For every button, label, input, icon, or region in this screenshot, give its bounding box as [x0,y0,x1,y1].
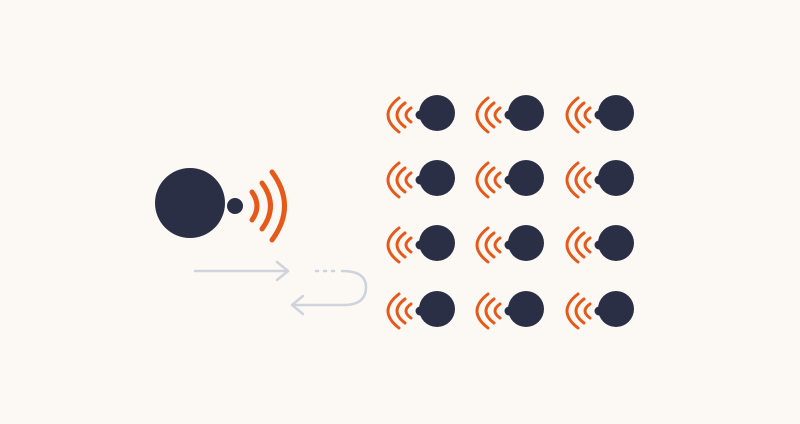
listener-nub [504,110,514,120]
listener-nub [504,240,514,250]
listener-nub [415,175,425,185]
listener-body [598,160,634,196]
listener-speaker-icon [565,291,634,330]
listener-speaker-icon [475,160,544,199]
forward-arrow-head [275,260,290,282]
listener-wave [565,96,580,134]
listener-speaker-icon [565,95,634,134]
listener-wave [386,292,401,330]
listener-nub [415,306,425,316]
listener-nub [594,110,604,120]
listener-nub [594,306,604,316]
listener-speaker-icon [475,95,544,134]
listener-nub [594,175,604,185]
listener-wave [386,161,401,199]
listener-body [419,95,455,131]
listener-wave [404,171,413,189]
listener-body [508,225,544,261]
listener-nub [415,240,425,250]
main-speaker-nub [227,198,243,214]
listener-wave [565,292,580,330]
listener-wave [574,297,586,325]
listener-nub [594,240,604,250]
listener-wave [475,292,490,330]
return-arrow-icon [290,269,368,316]
listener-wave [484,101,496,129]
listener-wave [493,106,502,124]
listener-wave [386,96,401,134]
main-wave-medium [259,180,273,232]
listener-speaker-icon [386,160,455,199]
listener-body [419,225,455,261]
listener-wave [574,166,586,194]
listener-wave [493,171,502,189]
listener-body [508,95,544,131]
listener-wave [574,101,586,129]
listener-wave [565,161,580,199]
listener-wave [404,302,413,320]
listener-speaker-icon [475,291,544,330]
listener-wave [395,297,407,325]
listener-grid [386,95,634,330]
listener-wave [386,226,401,264]
listener-nub [504,306,514,316]
listener-body [598,291,634,327]
listener-wave [583,171,592,189]
main-wave-small [249,189,260,223]
listener-wave [395,166,407,194]
listener-wave [484,166,496,194]
listener-wave [475,161,490,199]
listener-body [508,291,544,327]
listener-wave [404,236,413,254]
listener-body [598,225,634,261]
listener-body [508,160,544,196]
listener-wave [475,96,490,134]
listener-nub [504,175,514,185]
listener-wave [475,226,490,264]
listener-wave [583,236,592,254]
return-arrow-head [290,294,305,316]
listener-wave [493,236,502,254]
return-arrow-curve [290,269,368,307]
main-speaker-body [155,168,225,238]
listener-speaker-icon [386,95,455,134]
listener-nub [415,110,425,120]
listener-body [419,160,455,196]
listener-wave [574,231,586,259]
listener-speaker-icon [386,225,455,264]
listener-body [598,95,634,131]
listener-wave [583,106,592,124]
listener-wave [404,106,413,124]
listener-wave [484,231,496,259]
listener-speaker-icon [386,291,455,330]
listener-wave [484,297,496,325]
listener-wave [493,302,502,320]
listener-speaker-icon [565,160,634,199]
listener-wave [395,231,407,259]
listener-wave [565,226,580,264]
listener-body [419,291,455,327]
main-wave-large [269,169,287,243]
listener-wave [583,302,592,320]
listener-wave [395,101,407,129]
arrow-right-icon [193,260,290,282]
broadcast-speaker-icon [155,168,287,243]
listener-speaker-icon [565,225,634,264]
listener-speaker-icon [475,225,544,264]
